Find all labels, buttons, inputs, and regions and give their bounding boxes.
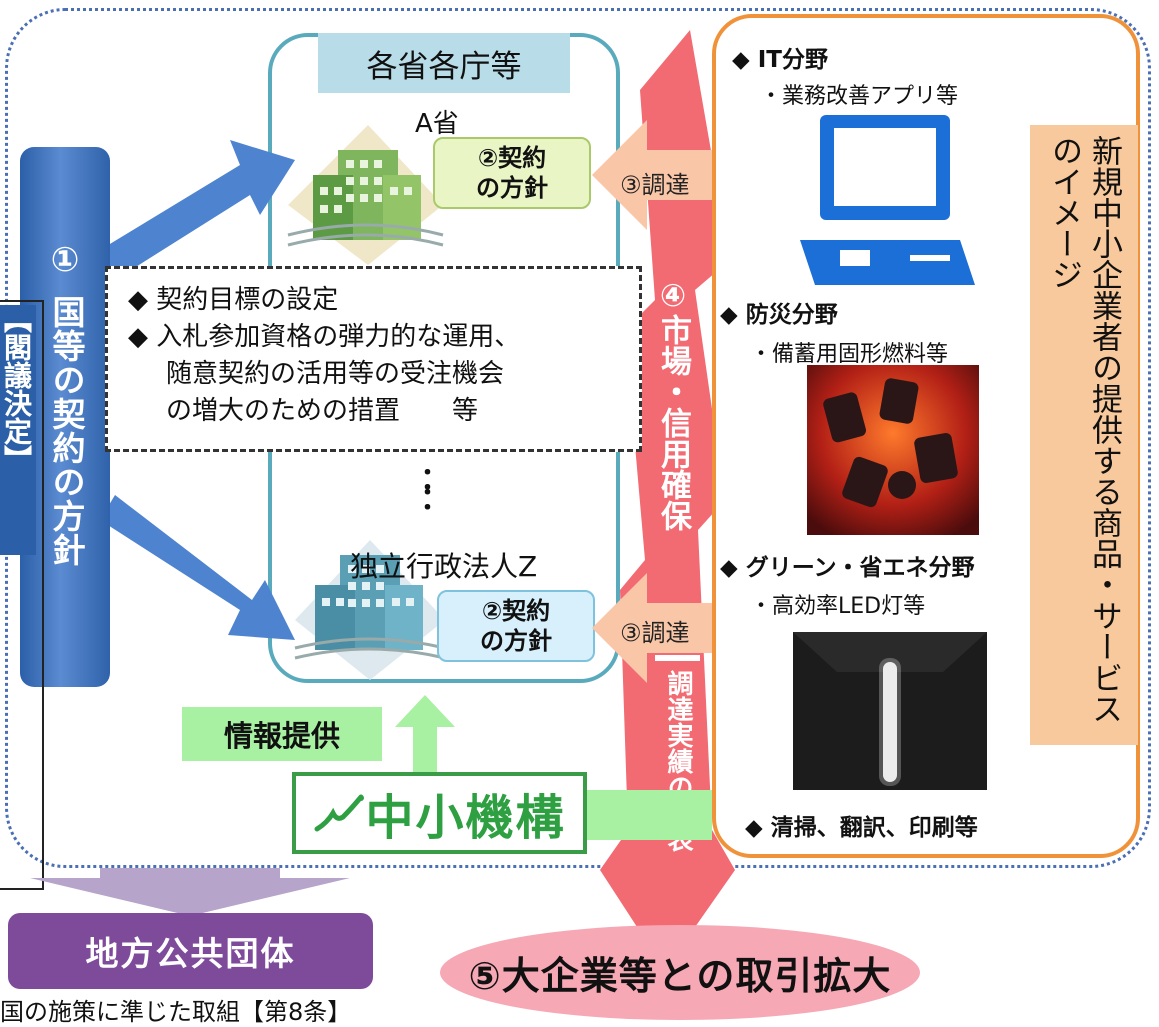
- green-field-sub: ・高効率LED灯等: [750, 594, 926, 619]
- procurement-arrow-z: [592, 573, 722, 683]
- disaster-field-label: ◆ 防災分野: [720, 302, 838, 328]
- it-field-sub: ・業務改善アプリ等: [760, 84, 959, 109]
- local-government-note: 国の施策に準じた取組【第8条】: [0, 998, 352, 1026]
- fuel-image: [807, 365, 979, 535]
- it-field-label: ◆ IT分野: [732, 47, 828, 73]
- smrj-logo: 中小機構: [292, 772, 587, 854]
- procurement-arrow-a: [592, 120, 722, 230]
- local-gov-arrow: [30, 868, 350, 916]
- measure-item: ◆ 入札参加資格の弾力的な運用、: [128, 322, 521, 352]
- contract-policy-box-a: ②契約 の方針: [433, 137, 591, 209]
- building-icon-z: [294, 540, 446, 680]
- contract-policy-box-z: ②契約 の方針: [437, 590, 595, 662]
- info-arrow-right: [587, 790, 712, 840]
- procurement-label-z: ③調達: [620, 619, 690, 647]
- measure-item: 随意契約の活用等の受注機会: [166, 359, 505, 389]
- other-field-label: ◆ 清掃、翻訳、印刷等: [745, 815, 978, 841]
- continuation-dots: ： ：: [420, 462, 450, 517]
- market-arrow: [600, 30, 735, 970]
- sme-side-title: 新規中小企業者の提供する商品・サービスのイメージ: [1046, 135, 1122, 724]
- measures-list: ◆ 契約目標の設定 ◆ 入札参加資格の弾力的な運用、 随意契約の活用等の受注機会…: [128, 282, 520, 430]
- smrj-logo-text: 中小機構: [365, 790, 566, 846]
- policy-number: ①: [50, 240, 80, 280]
- contract-policy-line2: の方針: [476, 174, 548, 202]
- smrj-logo-mark: [314, 794, 365, 832]
- disaster-field-sub: ・備蓄用固形燃料等: [750, 342, 949, 367]
- outcome-text: ⑤大企業等との取引拡大: [468, 954, 892, 998]
- ministry-a-label: A省: [415, 109, 459, 139]
- computer-icon: [800, 115, 975, 285]
- policy-arrows: [100, 140, 295, 640]
- contract-policy-line2: の方針: [480, 627, 552, 655]
- ministries-header: 各省各庁等: [318, 33, 570, 93]
- procurement-label-a: ③調達: [620, 171, 690, 199]
- info-provision-label: 情報提供: [182, 707, 382, 761]
- outcome-ellipse: ⑤大企業等との取引拡大: [440, 925, 920, 1020]
- building-icon-a: [287, 125, 444, 265]
- policy-decision: 【閣議決定】: [0, 305, 36, 555]
- agency-z-label: 独立行政法人Z: [350, 550, 538, 583]
- measure-item: ◆ 契約目標の設定: [128, 285, 339, 315]
- contract-policy-line1: ②契約: [481, 597, 551, 625]
- market-label: ④市場・信用確保: [655, 278, 691, 531]
- led-image: [793, 632, 987, 790]
- measure-item: の増大のための措置 等: [166, 396, 479, 426]
- policy-decision-frame: [0, 300, 44, 890]
- policy-title: 国等の契約の方針: [47, 295, 86, 567]
- local-government-box: 地方公共団体: [8, 913, 373, 989]
- measures-box: [105, 266, 642, 452]
- sme-side-panel: 新規中小企業者の提供する商品・サービスのイメージ: [1030, 125, 1138, 745]
- achievement-divider: [655, 655, 700, 661]
- green-field-label: ◆ グリーン・省エネ分野: [720, 555, 975, 581]
- contract-policy-line1: ②契約: [477, 144, 547, 172]
- info-arrow-up: [395, 695, 455, 775]
